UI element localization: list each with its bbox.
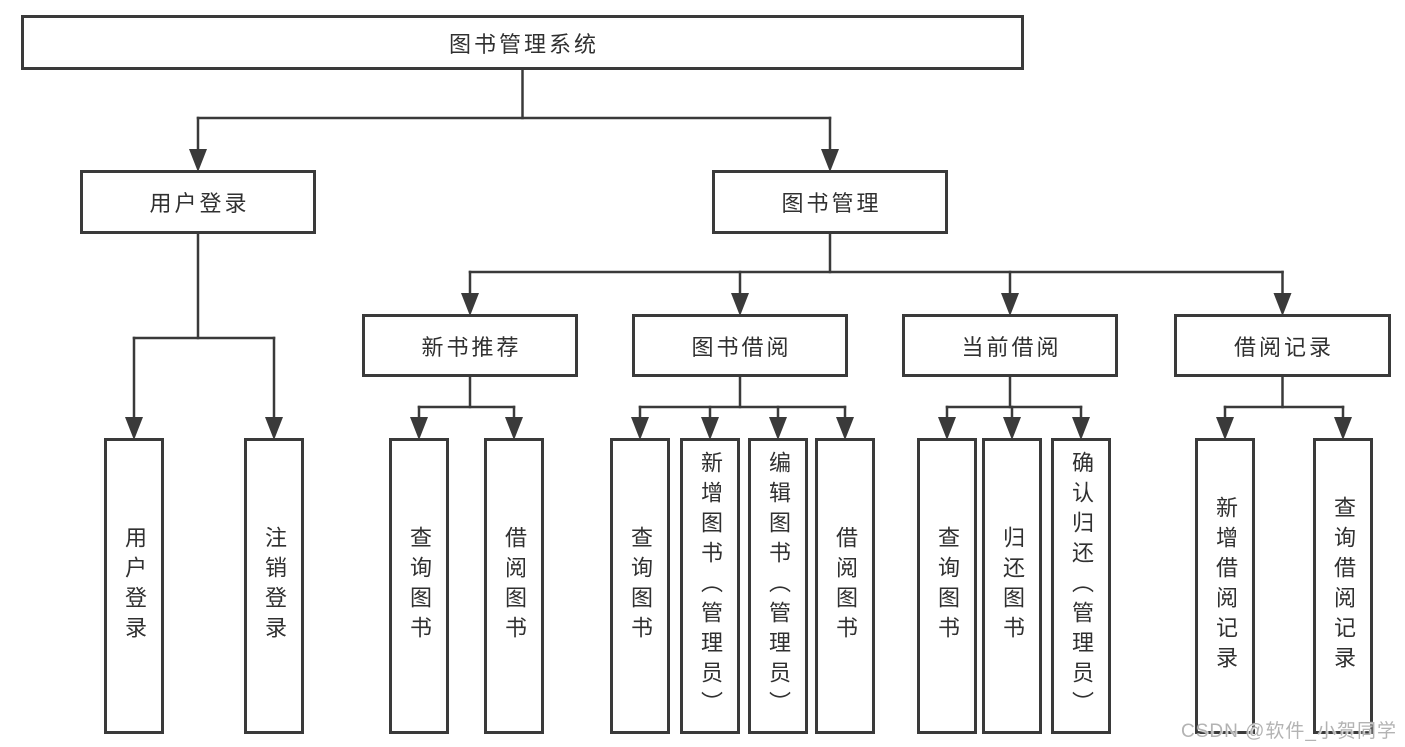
node-label: 用户登录: [149, 191, 250, 216]
node-book-borrowing: 图书借阅: [632, 314, 848, 377]
arrowhead-icon: [938, 417, 956, 440]
node-br-add-record: 新增借阅记录: [1195, 438, 1255, 734]
arrowhead-icon: [265, 417, 283, 440]
node-cb-return-books: 归还图书: [982, 438, 1042, 734]
node-label: 新增借阅记录: [1213, 496, 1238, 676]
arrowhead-icon: [1334, 417, 1352, 440]
arrowhead-icon: [769, 417, 787, 440]
node-book-management: 图书管理: [712, 170, 948, 234]
arrowhead-icon: [1072, 417, 1090, 440]
arrowhead-icon: [189, 149, 207, 172]
node-label: 查询图书: [407, 526, 432, 646]
arrowhead-icon: [461, 293, 479, 316]
arrowhead-icon: [410, 417, 428, 440]
node-cb-query-books: 查询图书: [917, 438, 977, 734]
node-label: 注销登录: [262, 526, 287, 646]
node-label: 图书借阅: [691, 334, 792, 360]
arrowhead-icon: [631, 417, 649, 440]
node-bb-edit-books-admin: 编辑图书（管理员）: [748, 438, 808, 734]
node-label: 图书管理: [781, 191, 882, 216]
node-nbr-borrow-books: 借阅图书: [484, 438, 544, 734]
node-label: 借阅图书: [502, 526, 527, 646]
arrowhead-icon: [1216, 417, 1234, 440]
node-label: 当前借阅: [961, 334, 1062, 360]
node-label: 新增图书（管理员）: [698, 451, 723, 721]
node-label: 图书管理系统: [448, 31, 599, 57]
node-bb-borrow-books: 借阅图书: [815, 438, 875, 734]
node-user-login: 用户登录: [80, 170, 316, 234]
arrowhead-icon: [1001, 293, 1019, 316]
arrowhead-icon: [821, 149, 839, 172]
node-bb-query-books: 查询图书: [610, 438, 670, 734]
node-nbr-query-books: 查询图书: [389, 438, 449, 734]
node-new-book-recommend: 新书推荐: [362, 314, 578, 377]
node-cb-confirm-return-admin: 确认归还（管理员）: [1051, 438, 1111, 734]
node-label: 查询借阅记录: [1331, 496, 1356, 676]
csdn-watermark: CSDN @软件_小贺同学: [1181, 721, 1397, 742]
node-label: 确认归还（管理员）: [1069, 451, 1094, 721]
node-label: 借阅图书: [833, 526, 858, 646]
node-label: 新书推荐: [421, 334, 522, 360]
arrowhead-icon: [701, 417, 719, 440]
node-user-login-leaf: 用户登录: [104, 438, 164, 734]
node-logout-leaf: 注销登录: [244, 438, 304, 734]
node-current-borrowing: 当前借阅: [902, 314, 1118, 377]
node-bb-add-books-admin: 新增图书（管理员）: [680, 438, 740, 734]
arrowhead-icon: [1273, 293, 1292, 316]
arrowhead-icon: [836, 417, 854, 440]
arrowhead-icon: [125, 417, 143, 440]
node-label: 编辑图书（管理员）: [766, 451, 791, 721]
node-label: 借阅记录: [1233, 334, 1334, 360]
arrowhead-icon: [505, 417, 523, 440]
node-br-query-record: 查询借阅记录: [1313, 438, 1373, 734]
node-borrowing-records: 借阅记录: [1174, 314, 1391, 377]
node-label: 查询图书: [628, 526, 653, 646]
arrowhead-icon: [1003, 417, 1021, 440]
arrowhead-icon: [731, 293, 749, 316]
node-label: 用户登录: [122, 526, 147, 646]
node-label: 查询图书: [935, 526, 960, 646]
node-library-system: 图书管理系统: [21, 15, 1024, 70]
node-label: 归还图书: [1000, 526, 1025, 646]
